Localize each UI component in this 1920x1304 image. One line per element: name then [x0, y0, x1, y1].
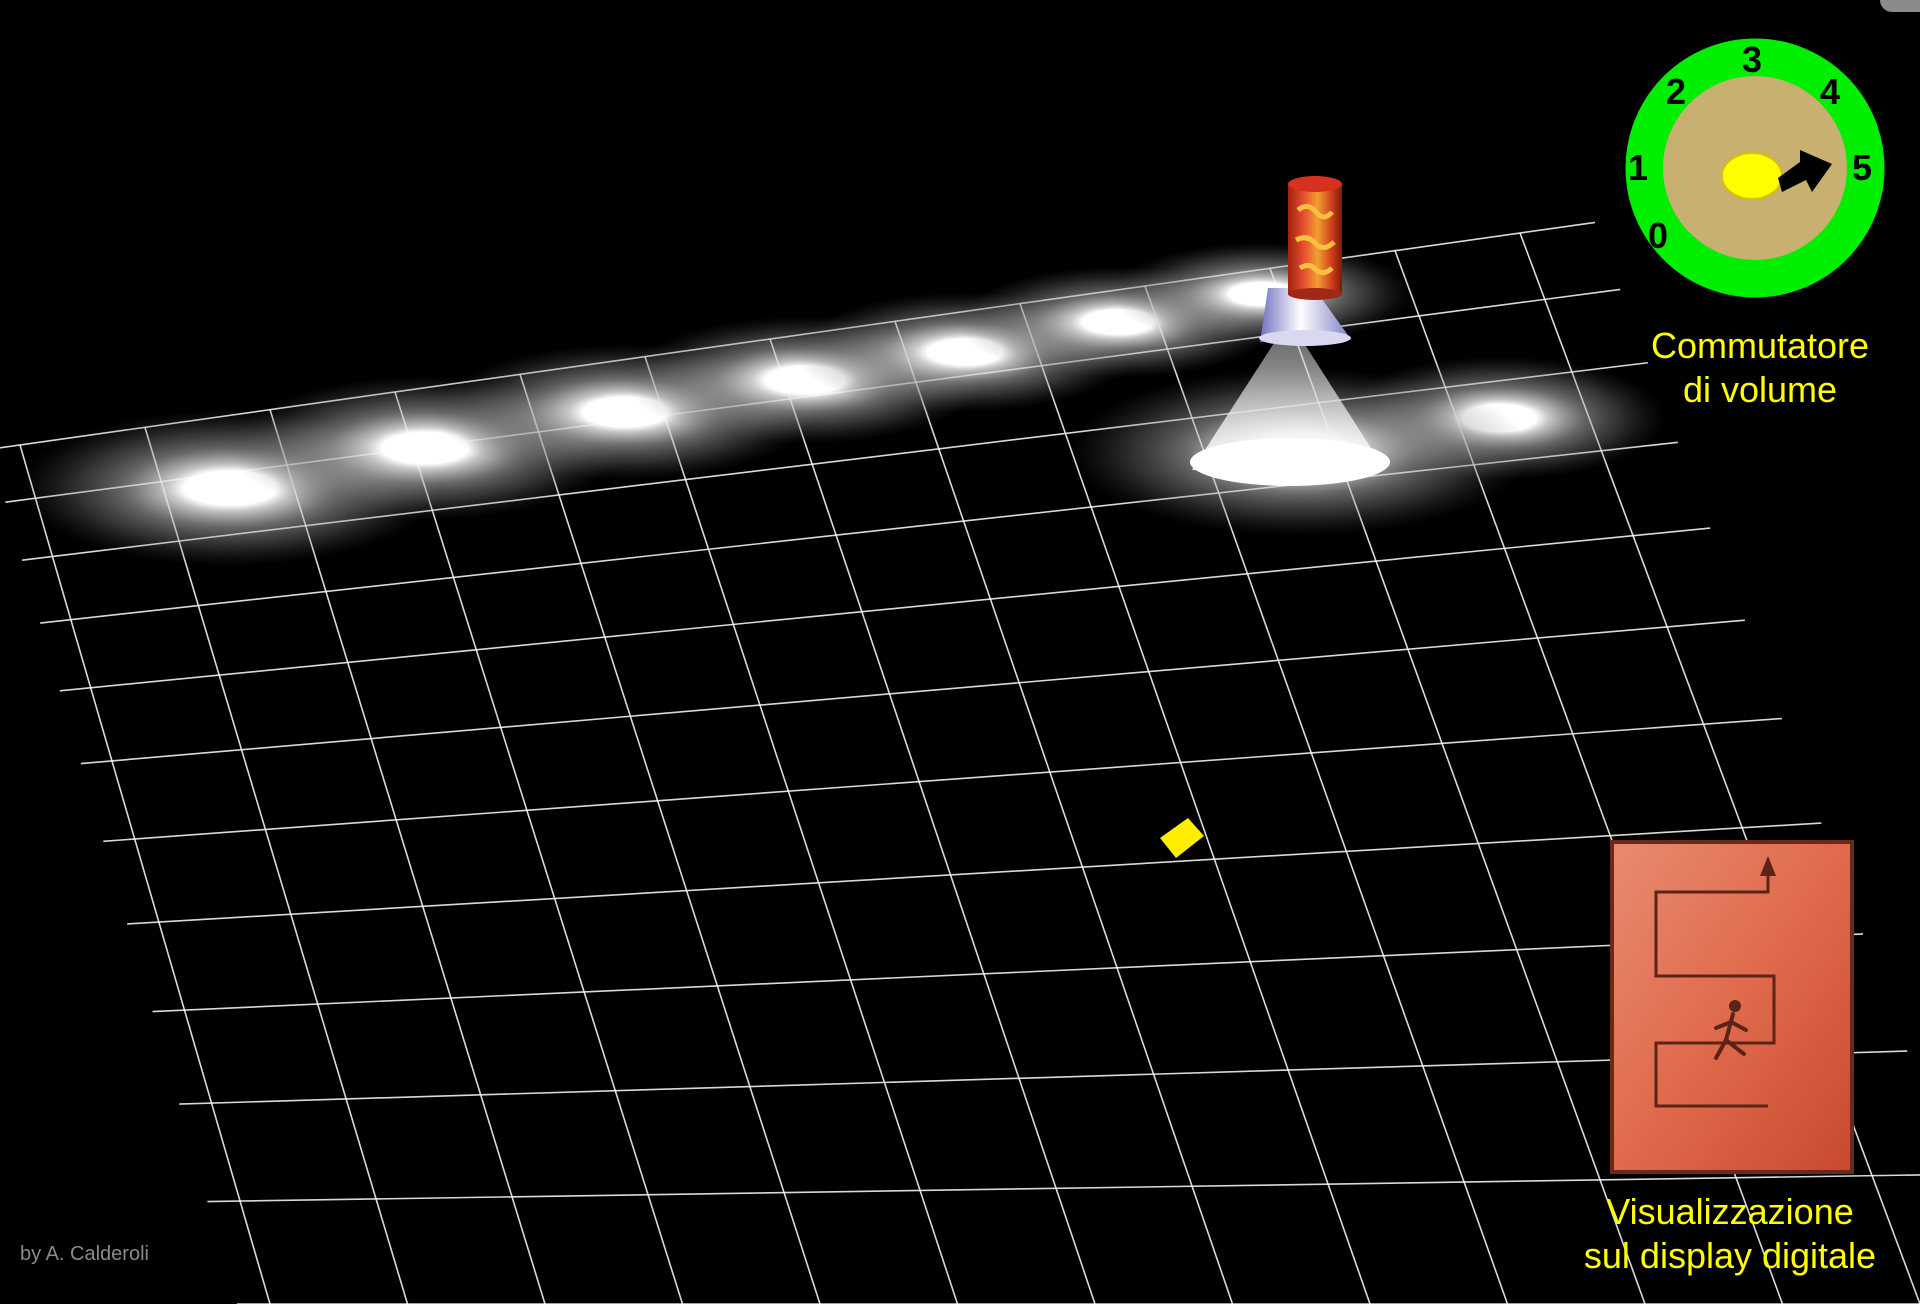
display-caption-line1: Visualizzazione [1606, 1191, 1854, 1232]
volume-switch-caption: Commutatore di volume [1600, 324, 1920, 412]
author-credit: by A. Calderoli [20, 1243, 149, 1265]
digital-display-caption: Visualizzazione sul display digitale [1540, 1190, 1920, 1278]
dial-label-5: 5 [1852, 147, 1872, 188]
light-path-spots [20, 242, 1665, 566]
grid-line-longitudinal [144, 427, 409, 1304]
projector-cone [1260, 288, 1350, 342]
grid-line-longitudinal [894, 321, 1234, 1304]
grid-line-longitudinal [769, 338, 1096, 1304]
grid-line-longitudinal [19, 444, 271, 1304]
volume-switch-dial[interactable]: 0 1 2 3 4 5 [1624, 37, 1886, 299]
light-beam [1192, 340, 1385, 470]
grid-line-longitudinal [644, 356, 959, 1304]
grid-line-transverse [80, 619, 1745, 765]
running-man-icon [1714, 1000, 1748, 1060]
dial-label-1: 1 [1628, 147, 1648, 188]
volume-caption-line2: di volume [1682, 369, 1838, 410]
route-arrow-up-icon [1760, 856, 1776, 876]
dial-label-3: 3 [1742, 39, 1762, 80]
grid-line-transverse [59, 527, 1711, 692]
dial-label-0: 0 [1648, 215, 1668, 256]
corner-arc [1880, 0, 1920, 12]
evacuation-route-icon [1654, 875, 1776, 1108]
display-caption-line2: sul display digitale [1583, 1235, 1877, 1276]
digital-display-panel [1610, 840, 1854, 1174]
grid-line-transverse [207, 1174, 1920, 1203]
dial-label-4: 4 [1820, 71, 1840, 112]
dial-label-2: 2 [1666, 71, 1686, 112]
dial-center-knob [1721, 152, 1783, 200]
projector-device [1259, 176, 1351, 346]
volume-caption-line1: Commutatore [1650, 325, 1870, 366]
grid-line-longitudinal [394, 391, 684, 1304]
grid-line-transverse [152, 933, 1864, 1013]
grid-line-transverse [127, 822, 1822, 925]
grid-line-transverse [103, 717, 1782, 843]
grid-line-longitudinal [519, 374, 821, 1304]
yellow-floor-marker [1160, 818, 1204, 858]
beam-floor-spot [1190, 438, 1390, 486]
dial-pointer-arrow-icon [1778, 150, 1832, 192]
